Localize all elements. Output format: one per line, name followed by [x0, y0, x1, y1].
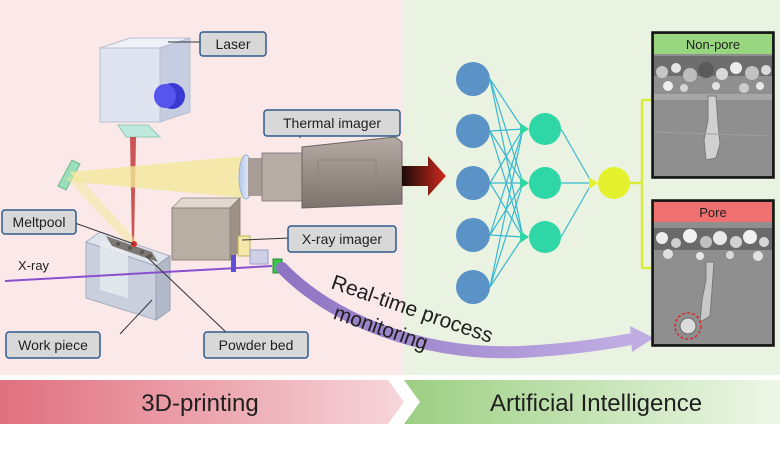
label-laser: Laser	[199, 31, 267, 57]
laser-unit	[99, 37, 191, 138]
label-powder-bed: Powder bed	[203, 331, 309, 359]
network-arrowheads	[520, 123, 598, 243]
arrowhead-hidden-2	[520, 231, 529, 243]
label-meltpool: Meltpool	[1, 209, 77, 235]
laser-beam	[130, 137, 136, 245]
label-thermal-imager-text: Thermal imager	[283, 115, 381, 131]
band-left-label: 3D-printing	[141, 390, 258, 417]
neuron-hidden-2	[529, 221, 561, 253]
connection-input-4-2	[489, 236, 524, 288]
xray-slit	[231, 255, 236, 272]
connection-input-1-2	[489, 130, 524, 238]
band-ai	[404, 380, 780, 424]
monitoring-arrow	[276, 262, 638, 359]
neuron-input-4	[456, 270, 490, 304]
connection-input-3-2	[489, 234, 524, 238]
xray-beam	[4, 265, 273, 282]
connection-hidden-0-0	[560, 128, 593, 184]
network-connections	[489, 78, 593, 288]
mirror	[57, 159, 81, 191]
neuron-input-3	[456, 218, 490, 252]
arrowhead-hidden-1	[520, 177, 529, 189]
output-bracket	[630, 98, 652, 270]
leader-lines	[71, 41, 301, 335]
pore-panel: Pore	[651, 199, 775, 347]
neuron-input-2	[456, 166, 490, 200]
pore-title: Pore	[699, 205, 726, 220]
arrowhead-hidden-0	[520, 123, 529, 135]
connection-input-2-2	[489, 182, 524, 238]
connection-input-0-1	[489, 78, 524, 184]
band-3d-printing	[0, 380, 404, 424]
xray-imager-unit	[170, 196, 269, 265]
label-work-piece: Work piece	[5, 331, 101, 359]
connection-input-0-0	[489, 78, 524, 130]
neuron-input-0	[456, 62, 490, 96]
neuron-input-1	[456, 114, 490, 148]
label-xray-imager: X-ray imager	[287, 225, 397, 253]
nonpore-panel: Non-pore	[651, 31, 775, 179]
nonpore-title: Non-pore	[686, 37, 740, 52]
thermal-beam-down	[66, 176, 138, 244]
label-meltpool-text: Meltpool	[13, 214, 66, 230]
band-right-label: Artificial Intelligence	[490, 390, 702, 417]
label-thermal-imager: Thermal imager	[263, 109, 401, 137]
connection-input-0-2	[489, 78, 524, 238]
label-powder-bed-text: Powder bed	[219, 337, 294, 353]
thermal-camera	[238, 136, 403, 209]
neuron-hidden-1	[529, 167, 561, 199]
neuron-output-0	[598, 167, 630, 199]
thermal-beam	[70, 156, 245, 198]
label-xray-imager-text: X-ray imager	[302, 231, 382, 247]
arrowhead-output-0	[589, 177, 598, 189]
label-work-piece-text: Work piece	[18, 337, 88, 353]
connection-input-4-1	[489, 182, 524, 288]
connection-hidden-2-0	[560, 182, 593, 238]
network-nodes	[456, 62, 630, 304]
neuron-hidden-0	[529, 113, 561, 145]
monitoring-arrowhead	[630, 326, 654, 352]
red-arrow	[402, 156, 446, 196]
pore-marker	[674, 312, 702, 340]
label-laser-text: Laser	[215, 36, 250, 52]
label-xray-text: X-ray	[18, 258, 50, 273]
